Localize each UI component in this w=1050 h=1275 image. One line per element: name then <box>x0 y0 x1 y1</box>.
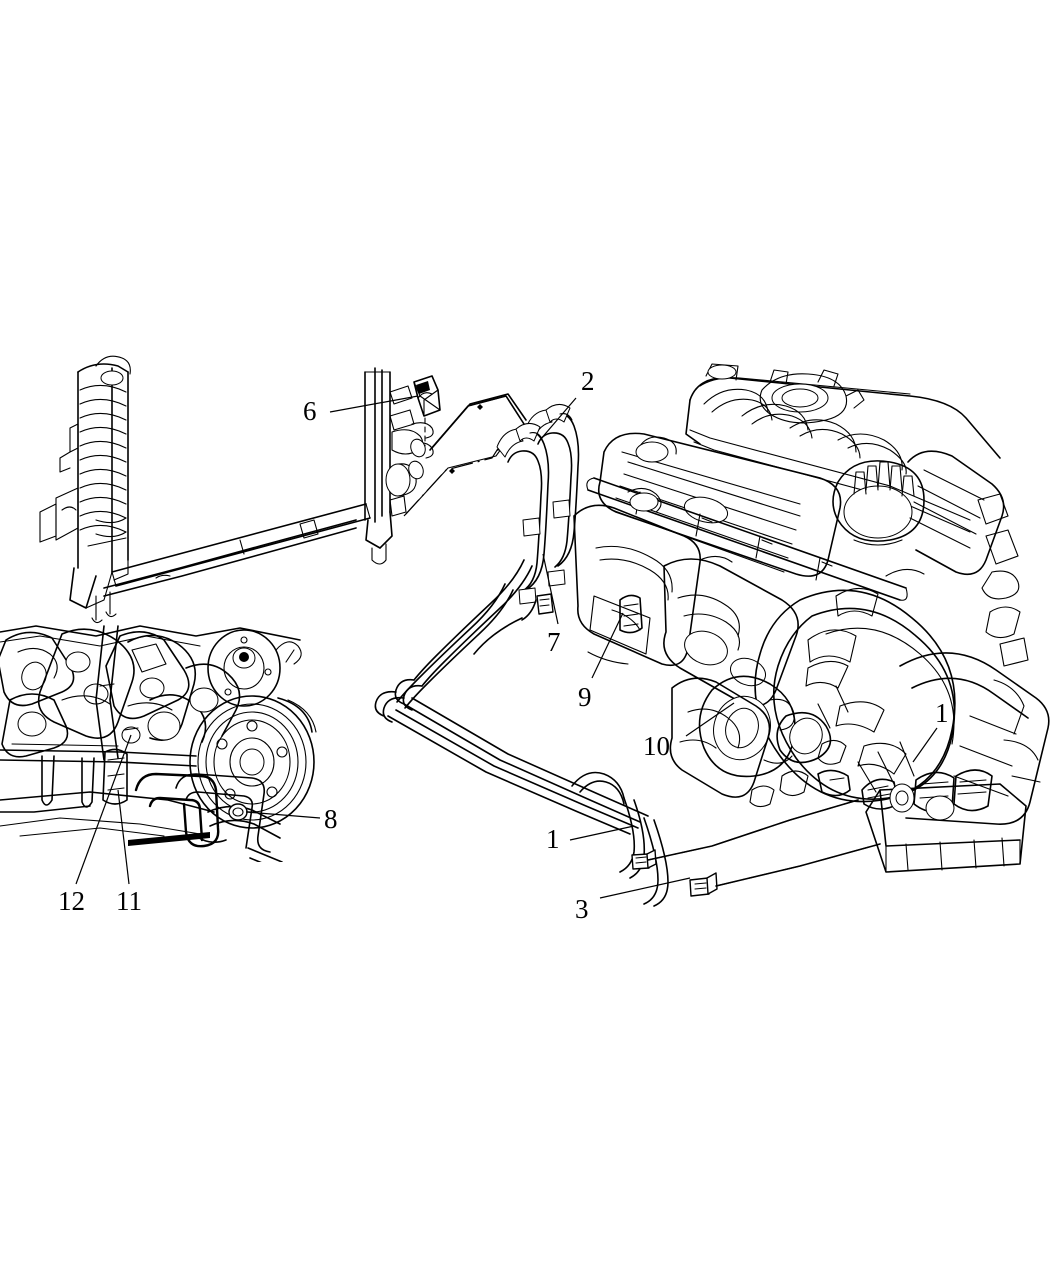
callout-10[interactable]: 10 <box>643 731 670 761</box>
callout-12[interactable]: 12 <box>58 886 85 916</box>
cooler-tube-assembly <box>374 559 718 907</box>
cooler-line-clip <box>413 375 441 447</box>
engine-front-detail-inset <box>0 625 317 862</box>
transmission-cooler-ports <box>817 769 993 821</box>
centerline-tube-to-transmission <box>647 799 881 887</box>
callout-leaders <box>75 395 938 899</box>
inset-hoses <box>134 772 283 862</box>
callout-3[interactable]: 3 <box>575 894 589 924</box>
callout-9[interactable]: 9 <box>578 682 592 712</box>
cooler-line-bracket-9 <box>619 594 643 634</box>
engine-transmission-assembly <box>573 363 1050 873</box>
bolt-8 <box>228 803 248 821</box>
callout-2[interactable]: 2 <box>581 366 595 396</box>
radiator-assembly <box>39 355 434 624</box>
starter-motor <box>698 675 832 778</box>
callout-7[interactable]: 7 <box>547 627 561 657</box>
callout-1-transmission[interactable]: 1 <box>935 698 949 728</box>
callout-1-tube[interactable]: 1 <box>546 824 560 854</box>
callout-8[interactable]: 8 <box>324 804 338 834</box>
callout-11[interactable]: 11 <box>116 886 142 916</box>
callout-6[interactable]: 6 <box>303 396 317 426</box>
transmission-cooler-hoses <box>473 404 580 655</box>
